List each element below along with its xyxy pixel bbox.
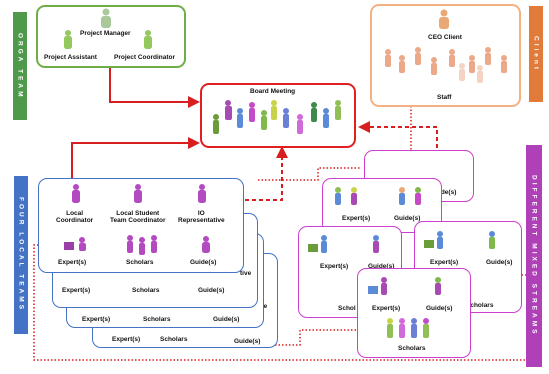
mixed-streams-side-label: DIFFERENT MIXED STREAMS bbox=[526, 145, 542, 367]
lt2-scholars-label: Scholars bbox=[132, 287, 160, 294]
streams-to-board-dashed-arrow bbox=[358, 121, 438, 155]
stream-front-guides-label: Guide(s) bbox=[426, 305, 453, 312]
stream2-experts-label: Expert(s) bbox=[342, 215, 371, 222]
lt3-scholars-label: Scholars bbox=[143, 316, 171, 323]
dotted-bottom-link bbox=[240, 329, 356, 346]
stream-left-figures bbox=[308, 235, 379, 253]
student-coordinator-figure bbox=[134, 184, 142, 203]
stream2-guides-label: Guide(s) bbox=[394, 215, 421, 222]
mixed-streams-text: DIFFERENT MIXED STREAMS bbox=[530, 175, 538, 337]
lt1-experts-label: Expert(s) bbox=[58, 259, 87, 266]
lt4-experts-label: Expert(s) bbox=[112, 336, 141, 343]
assistant-figure bbox=[64, 30, 72, 49]
orga-team-side-label: ORGA TEAM bbox=[13, 12, 27, 120]
staff-figures bbox=[380, 44, 514, 84]
board-figures bbox=[208, 97, 348, 141]
lt1-scholars-label: Scholars bbox=[126, 259, 154, 266]
local-teams-side-label: FOUR LOCAL TEAMS bbox=[14, 176, 28, 334]
stream-left-scholars-partial-label: Schol bbox=[338, 305, 356, 312]
lt1-guides-label: Guide(s) bbox=[190, 259, 217, 266]
project-coordinator-label: Project Coordinator bbox=[114, 54, 176, 61]
stream-right-guides-label: Guide(s) bbox=[486, 259, 513, 266]
board-meeting-label: Board Meeting bbox=[250, 88, 296, 95]
lt3-guides-label: Guide(s) bbox=[213, 316, 240, 323]
student-team-coordinator-label: Local Student Team Coordinator bbox=[110, 210, 166, 225]
stream-left-guides-label: Guide(s) bbox=[368, 263, 395, 270]
ceo-figure bbox=[439, 9, 449, 29]
project-manager-label: Project Manager bbox=[80, 30, 131, 37]
lt4-guides-label: Guide(s) bbox=[234, 338, 261, 345]
stream-left-experts-label: Expert(s) bbox=[320, 263, 349, 270]
stream-right-scholars-label: Scholars bbox=[466, 302, 494, 309]
io-representative-label: IO Representative bbox=[178, 210, 225, 225]
local-coordinator-label: Local Coordinator bbox=[56, 210, 94, 225]
lt2-rep-partial-label: tive bbox=[240, 270, 252, 277]
lt1-experts-figure bbox=[64, 237, 86, 251]
stream2-figures bbox=[335, 187, 421, 205]
manager-figure bbox=[101, 8, 111, 28]
lt1-scholars-figure bbox=[127, 235, 157, 255]
client-text: Client bbox=[532, 35, 540, 73]
lt3-experts-label: Expert(s) bbox=[82, 316, 111, 323]
orga-to-board-arrow bbox=[109, 68, 200, 108]
stream-front-scholars-figures bbox=[387, 318, 429, 338]
client-side-label: Client bbox=[529, 6, 543, 102]
orga-team-text: ORGA TEAM bbox=[16, 32, 24, 100]
stream-front-experts-label: Expert(s) bbox=[372, 305, 401, 312]
stream-front-top-figures bbox=[368, 277, 441, 295]
orga-team-box bbox=[36, 5, 186, 68]
ceo-client-label: CEO Client bbox=[428, 34, 462, 41]
local-to-board-arrow bbox=[71, 137, 200, 185]
project-assistant-label: Project Assistant bbox=[44, 54, 97, 61]
coordinator-figure bbox=[144, 30, 152, 49]
stream-top-guides-label: Guide(s) bbox=[430, 189, 457, 196]
local-coordinator-figure bbox=[72, 184, 80, 203]
staff-label: Staff bbox=[437, 94, 452, 101]
stream-front-scholars-label: Scholars bbox=[398, 345, 426, 352]
lt4-scholars-label: Scholars bbox=[160, 336, 188, 343]
io-rep-figure bbox=[198, 184, 206, 203]
local-teams-text: FOUR LOCAL TEAMS bbox=[17, 197, 25, 313]
stream-right-figures bbox=[424, 231, 495, 249]
lt2-guides-label: Guide(s) bbox=[198, 287, 225, 294]
stream-right-experts-label: Expert(s) bbox=[430, 259, 459, 266]
stream-card-front bbox=[357, 268, 471, 358]
lt2-experts-label: Expert(s) bbox=[62, 287, 91, 294]
lt1-guides-figure bbox=[202, 236, 210, 253]
